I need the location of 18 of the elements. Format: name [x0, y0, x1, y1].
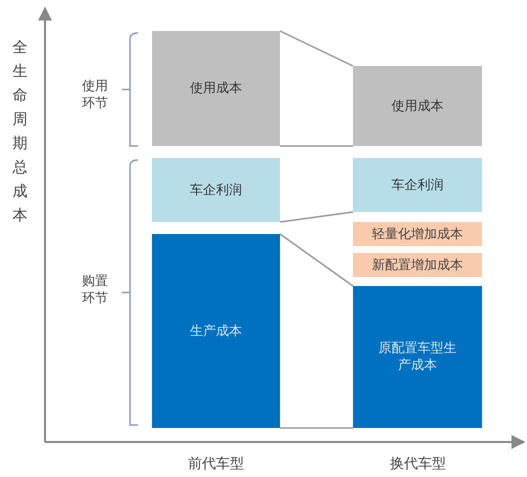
cost-block: 轻量化增加成本: [353, 222, 482, 246]
connector-line: [280, 211, 354, 223]
profit-block: 车企利润: [353, 158, 482, 212]
connector-line: [280, 233, 354, 287]
bracket-label: 使用环节: [81, 78, 109, 112]
profit-block: 车企利润: [152, 158, 280, 222]
connector-line: [280, 30, 354, 67]
axis-title: 全生命周期总成本: [12, 37, 28, 226]
connector-line: [280, 427, 353, 429]
cost-block: 原配置车型生产成本: [353, 286, 482, 428]
axis-label: 换代车型: [389, 455, 447, 473]
cost-block: 使用成本: [152, 31, 280, 146]
cost-block: 新配置增加成本: [353, 253, 482, 277]
bracket-label: 购置环节: [81, 273, 109, 307]
cost-block: 生产成本: [152, 234, 280, 428]
axis-label: 前代车型: [187, 455, 245, 473]
cost-block: 使用成本: [353, 66, 482, 146]
connector-line: [280, 145, 353, 147]
